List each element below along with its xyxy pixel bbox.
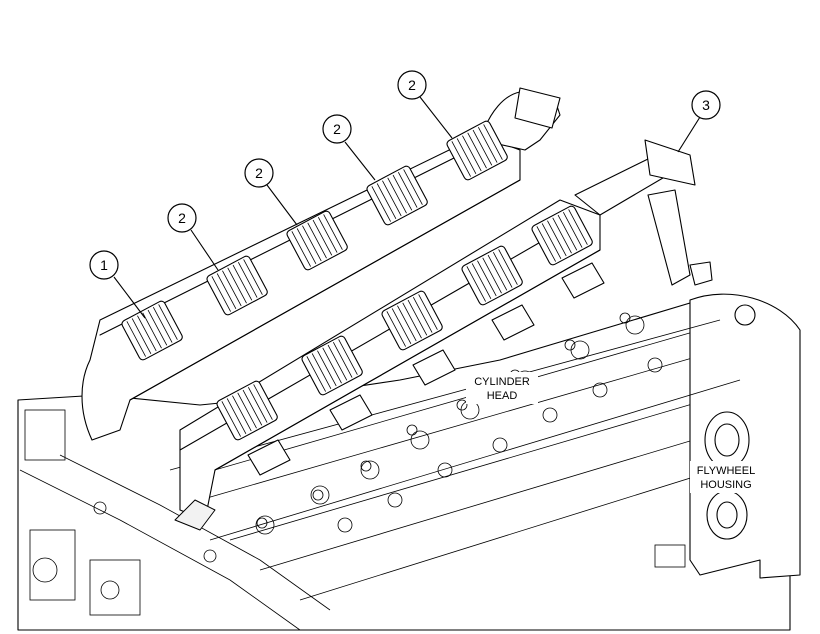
engine-block (17, 299, 791, 631)
flywheel-housing (654, 293, 801, 579)
cylinder-head-label: CYLINDER HEAD (466, 372, 538, 404)
flywheel-housing-label-line2: HOUSING (700, 479, 751, 491)
svg-text:3: 3 (702, 97, 710, 113)
svg-text:1: 1 (100, 257, 108, 273)
svg-text:2: 2 (333, 121, 341, 137)
callout-2-d: 2 (397, 70, 427, 100)
callout-2-a: 2 (167, 203, 197, 233)
cylinder-head-label-line2: HEAD (487, 390, 518, 402)
svg-text:2: 2 (255, 165, 263, 181)
flywheel-housing-label-line1: FLYWHEEL (697, 465, 755, 477)
svg-text:2: 2 (408, 77, 416, 93)
callout-1: 1 (89, 250, 119, 280)
callout-2-c: 2 (322, 114, 352, 144)
svg-text:2: 2 (178, 210, 186, 226)
cylinder-head-label-line1: CYLINDER (474, 376, 530, 388)
exhaust-outlet-pipe (574, 139, 713, 286)
lower-bellows (216, 205, 593, 441)
callout-3: 3 (691, 90, 721, 120)
upper-bellows (121, 120, 508, 361)
callouts: 1 2 2 2 2 3 (89, 70, 721, 319)
callout-2-b: 2 (244, 158, 274, 188)
flywheel-housing-label: FLYWHEEL HOUSING (690, 461, 762, 493)
